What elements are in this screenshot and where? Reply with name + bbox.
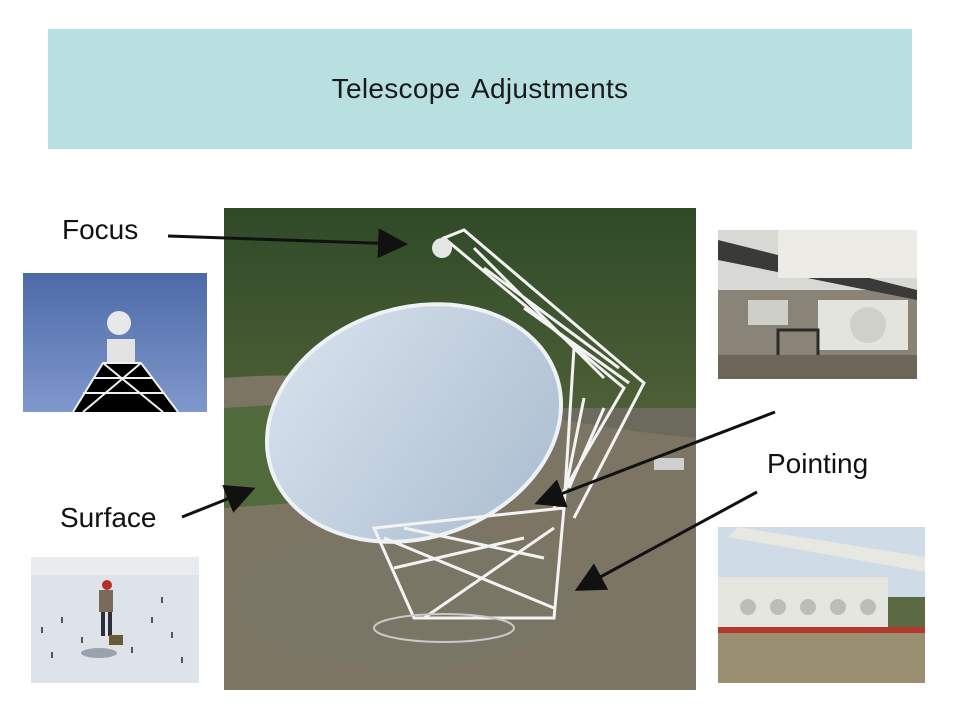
focus-photo — [23, 273, 207, 412]
pointing-photo-bottom — [718, 527, 925, 683]
telescope-main-photo — [224, 208, 696, 690]
surface-label: Surface — [60, 502, 157, 533]
focus-label: Focus — [62, 214, 139, 245]
slide-title: Telescope Adjustments — [331, 73, 629, 104]
pointing-arrow-lower — [574, 490, 758, 591]
pointing-arrow-upper — [534, 410, 776, 508]
pointing-label: Pointing — [767, 448, 869, 479]
surface-arrow — [181, 484, 256, 519]
title-banner: Telescope Adjustments — [48, 29, 912, 149]
focus-arrow — [167, 228, 408, 259]
pointing-photo-top — [718, 230, 917, 379]
surface-photo — [31, 557, 199, 683]
